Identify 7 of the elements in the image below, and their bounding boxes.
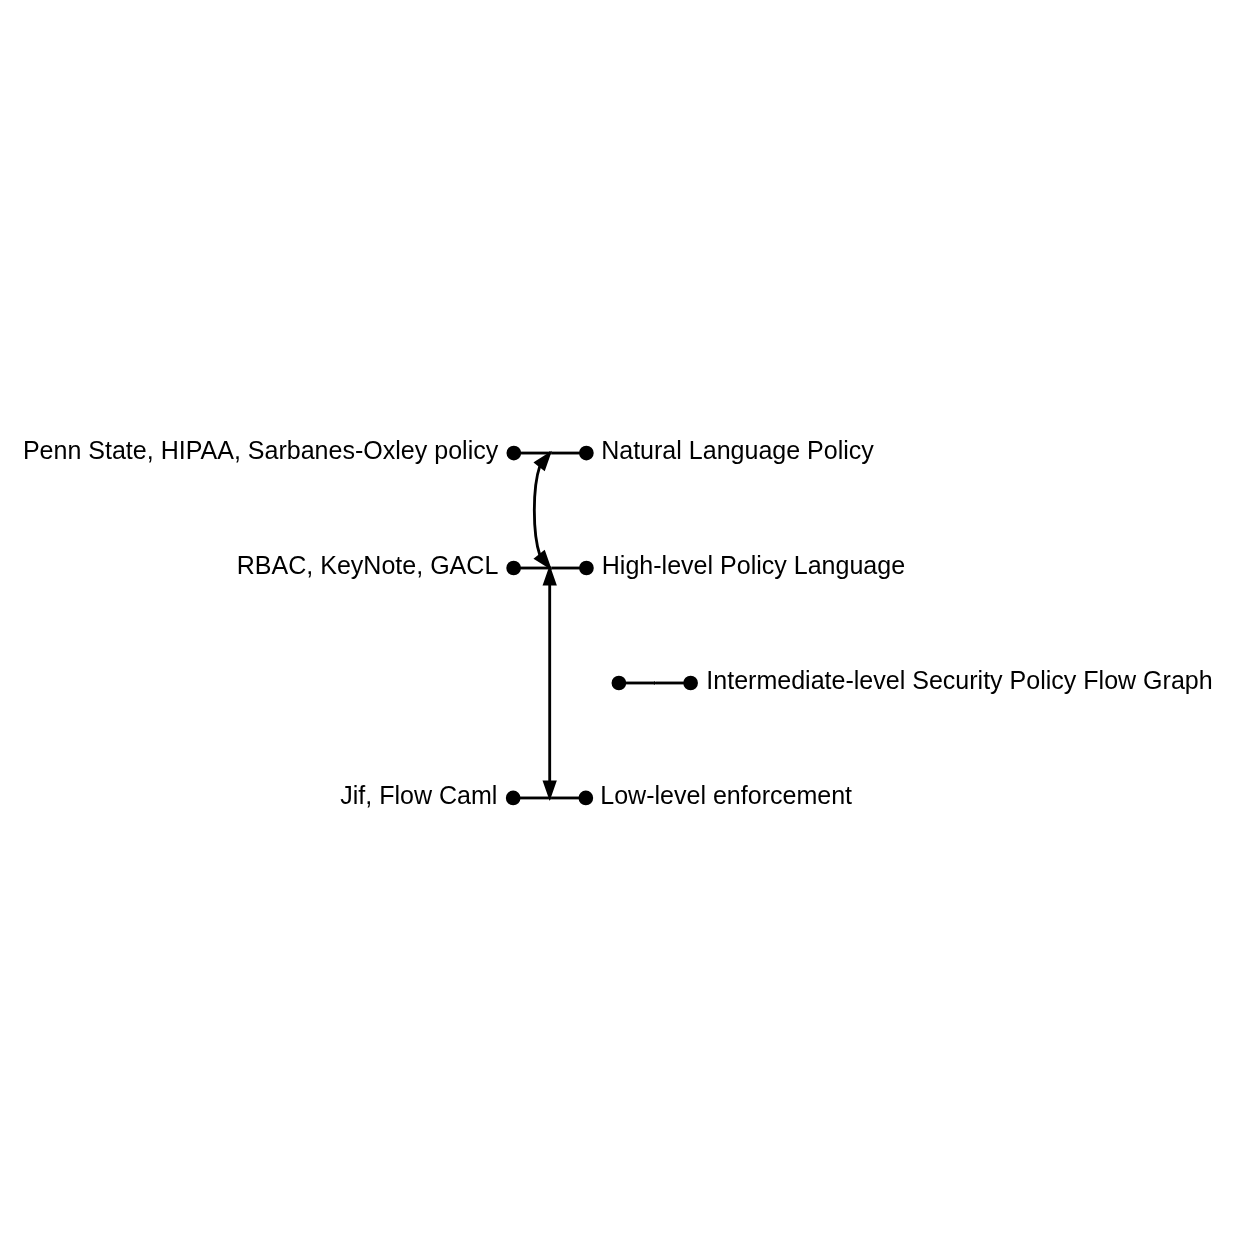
node-text: Low-level enforcement: [600, 781, 853, 810]
node-text: Natural Language Policy: [601, 436, 874, 465]
node-text: Penn State, HIPAA, Sarbanes-Oxley policy: [22, 436, 499, 465]
node-text: Intermediate-level Security Policy Flow Graph: [706, 666, 1213, 695]
node-text: High-level Policy Language: [601, 551, 906, 580]
node-text: RBAC, KeyNote, GACL: [236, 551, 499, 580]
node-text: Jif, Flow Caml: [340, 781, 498, 810]
